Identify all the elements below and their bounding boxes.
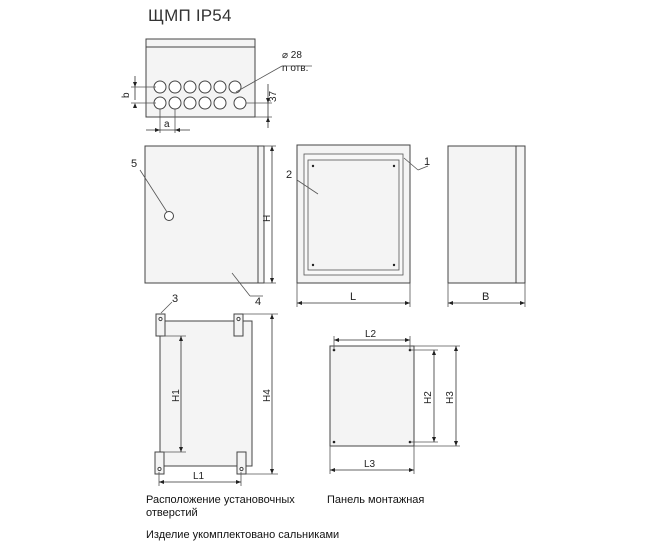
dim-arrow	[133, 82, 137, 87]
gland-hole	[168, 96, 182, 110]
dim-arrow	[297, 301, 302, 305]
dim-l-label: L	[350, 291, 356, 303]
dim-arrow	[266, 98, 270, 103]
bracket-hole	[157, 466, 162, 472]
callout-2-leader	[296, 179, 319, 195]
bracket-hole	[236, 316, 241, 322]
dim-arrow	[270, 278, 274, 283]
dim-arrow	[405, 301, 410, 305]
dim-h2-label: H2	[423, 391, 434, 404]
caption-mounting-panel: Панель монтажная	[327, 494, 425, 506]
hole-leader	[235, 65, 283, 93]
dim-l1-label: L1	[193, 471, 205, 482]
gland-hole	[198, 96, 212, 110]
hole-count-label: n отв.	[282, 63, 308, 74]
gland-hole	[213, 96, 227, 110]
callout-1: 1	[424, 156, 430, 168]
front-side-edge	[257, 145, 265, 284]
dim-arrow	[405, 338, 410, 342]
callout-3: 3	[172, 293, 178, 305]
hole-diameter-label: ⌀ 28	[282, 50, 302, 61]
dim-arrow	[520, 301, 525, 305]
front-door	[144, 145, 259, 284]
dim-arrow	[266, 117, 270, 122]
side-door-edge	[515, 145, 526, 284]
caption-mounting-holes-line2: отверстий	[146, 507, 198, 519]
dim-h3-label: H3	[445, 391, 456, 404]
rear-view: 3 H1 H4 L1	[154, 293, 278, 486]
gland-hole	[168, 80, 182, 94]
dim-arrow	[179, 447, 183, 452]
dim-37-label: 37	[268, 90, 279, 102]
callout-5: 5	[131, 158, 137, 170]
mounting-bracket	[155, 313, 166, 337]
open-view: 2 1 L	[286, 144, 430, 307]
dim-arrow	[159, 480, 164, 484]
panel-hole	[332, 440, 336, 444]
caption-mounting-holes-line1: Расположение установочных	[146, 494, 295, 506]
mounting-panel-sheet	[329, 345, 415, 447]
dim-arrow	[133, 103, 137, 108]
gland-hole	[233, 96, 247, 110]
bracket-hole	[158, 316, 163, 322]
dim-arrow	[334, 338, 339, 342]
gland-hole	[183, 96, 197, 110]
callout-4-leader	[231, 272, 251, 297]
mounting-bracket	[236, 451, 247, 475]
callout-1-leader	[403, 157, 419, 171]
caption-footer: Изделие укомплектовано сальниками	[146, 529, 340, 541]
rear-panel	[159, 320, 253, 467]
dim-arrow	[454, 346, 458, 351]
dim-h-label: H	[262, 215, 273, 222]
dim-arrow	[270, 469, 274, 474]
door-lock	[164, 211, 174, 221]
callout-3-leader	[160, 301, 173, 314]
dim-h4-label: H4	[262, 389, 273, 402]
dim-arrow	[448, 301, 453, 305]
mounting-panel	[307, 159, 400, 271]
bracket-hole	[239, 466, 244, 472]
dim-b-width-label: B	[482, 291, 489, 303]
caption-mounting-holes: Расположение установочных отверстий	[146, 494, 295, 520]
front-view: 5 4 H	[131, 145, 276, 308]
panel-screw	[392, 263, 396, 267]
top-view-lid	[145, 38, 256, 48]
mounting-bracket	[154, 451, 165, 475]
gland-hole	[213, 80, 227, 94]
dim-arrow	[432, 350, 436, 355]
mounting-bracket	[233, 313, 244, 337]
side-view: B	[447, 145, 526, 307]
gland-hole	[228, 80, 242, 94]
callout-4: 4	[255, 296, 261, 308]
dim-arrow	[409, 468, 414, 472]
panel-view: L2 L3 H2 H3	[329, 329, 460, 474]
dim-arrow	[236, 480, 241, 484]
top-view: ⌀ 28 n отв. b a 37	[121, 38, 312, 133]
dim-arrow	[175, 128, 180, 132]
panel-screw	[311, 263, 315, 267]
dim-l3-label: L3	[364, 459, 376, 470]
gland-hole	[198, 80, 212, 94]
callout-5-leader	[139, 169, 168, 213]
drawing-title: ЩМП IP54	[148, 6, 232, 25]
panel-screw	[311, 164, 315, 168]
callout-1-shelf	[417, 165, 429, 171]
dim-arrow	[155, 128, 160, 132]
dim-h1-label: H1	[171, 389, 182, 402]
dim-arrow	[270, 146, 274, 151]
dim-b-label: b	[121, 92, 132, 98]
callout-2: 2	[286, 169, 292, 181]
dim-a-label: a	[164, 119, 170, 130]
dim-arrow	[270, 314, 274, 319]
gland-hole	[183, 80, 197, 94]
side-body	[447, 145, 517, 284]
dim-l2-label: L2	[365, 329, 377, 340]
dim-arrow	[330, 468, 335, 472]
dim-arrow	[179, 336, 183, 341]
panel-screw	[392, 164, 396, 168]
dim-arrow	[432, 437, 436, 442]
dim-arrow	[454, 441, 458, 446]
